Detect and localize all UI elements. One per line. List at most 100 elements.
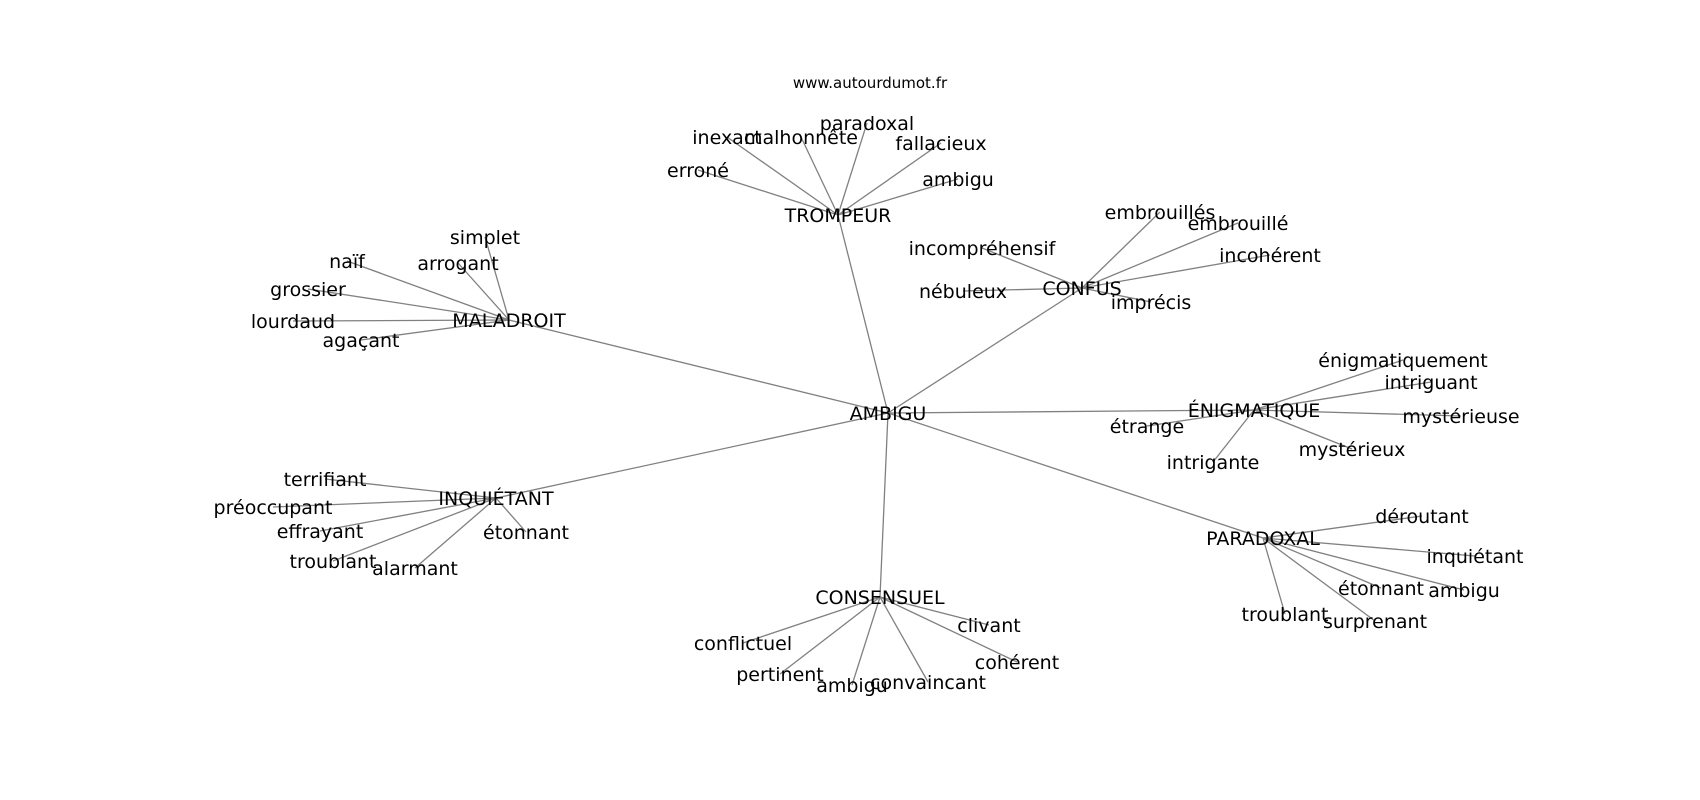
leaf-node: déroutant xyxy=(1375,506,1468,528)
leaf-node: énigmatiquement xyxy=(1318,350,1487,372)
leaf-edge xyxy=(1081,222,1239,289)
leaf-node: embrouillés xyxy=(1105,202,1216,224)
leaf-edge xyxy=(742,596,881,644)
leaf-edge xyxy=(697,169,839,216)
leaf-edge xyxy=(360,319,510,341)
leaf-edge xyxy=(1212,409,1255,463)
leaf-edge xyxy=(879,596,1018,663)
leaf-node: alarmant xyxy=(372,558,458,580)
leaf-node: simplet xyxy=(450,227,520,249)
leaf-edge xyxy=(962,287,1083,292)
leaf-edge xyxy=(879,596,929,683)
cluster-node: ÉNIGMATIQUE xyxy=(1188,399,1321,422)
source-watermark: www.autourdumot.fr xyxy=(793,74,948,92)
cluster-node: TROMPEUR xyxy=(784,205,892,227)
leaf-node: étrange xyxy=(1110,416,1184,438)
leaf-node: grossier xyxy=(270,279,346,301)
leaf-node: troublant xyxy=(290,551,377,573)
leaf-edge xyxy=(1253,409,1353,450)
hub-edge xyxy=(508,319,889,414)
leaf-node: lourdaud xyxy=(251,311,335,333)
leaf-edge xyxy=(1081,287,1152,303)
leaf-node: surprenant xyxy=(1323,611,1427,633)
leaf-node: préoccupant xyxy=(214,497,333,519)
leaf-node: conflictuel xyxy=(694,633,792,655)
leaf-node: paradoxal xyxy=(820,113,914,135)
leaf-node: terrifiant xyxy=(284,469,367,491)
leaf-edge xyxy=(800,136,839,216)
leaf-node: clivant xyxy=(957,615,1020,637)
leaf-node: arrogant xyxy=(417,253,498,275)
leaf-edge xyxy=(484,236,510,321)
graph-edges xyxy=(272,122,1476,686)
leaf-edge xyxy=(1253,409,1462,417)
hub-edge xyxy=(837,214,889,414)
leaf-edge xyxy=(1146,409,1255,427)
leaf-edge xyxy=(1081,211,1161,289)
leaf-node: embrouillé xyxy=(1188,213,1289,235)
leaf-edge xyxy=(837,178,959,216)
leaf-node: ambigu xyxy=(922,169,994,191)
leaf-node: fallacieux xyxy=(895,133,986,155)
cluster-node: CONSENSUEL xyxy=(815,587,945,609)
leaf-node: étonnant xyxy=(1338,578,1424,600)
cluster-node: MALADROIT xyxy=(452,310,566,332)
leaf-node: pertinent xyxy=(736,664,824,686)
leaf-edge xyxy=(346,260,510,321)
leaf-edge xyxy=(1262,537,1376,622)
leaf-node: incompréhensif xyxy=(909,238,1057,260)
leaf-node: ambigu xyxy=(1428,580,1500,602)
leaf-edge xyxy=(495,497,527,533)
leaf-node: intriguant xyxy=(1384,372,1477,394)
leaf-node: ambigu xyxy=(816,675,888,697)
leaf-edge xyxy=(837,142,942,216)
cluster-node: INQUIÉTANT xyxy=(438,487,554,510)
leaf-edge xyxy=(324,478,497,499)
leaf-node: inexact xyxy=(692,127,761,149)
leaf-node: effrayant xyxy=(277,521,364,543)
center-node: AMBIGU xyxy=(850,403,927,425)
leaf-node: troublant xyxy=(1242,604,1329,626)
leaf-edge xyxy=(332,497,497,562)
leaf-edge xyxy=(1262,537,1476,557)
hub-edge xyxy=(495,412,889,499)
leaf-edge xyxy=(272,497,497,508)
leaf-edge xyxy=(319,497,497,532)
leaf-node: mystérieuse xyxy=(1402,406,1519,428)
leaf-node: malhonnête xyxy=(744,127,858,149)
leaf-edge xyxy=(307,288,510,321)
leaf-edge xyxy=(779,596,881,675)
leaf-edge xyxy=(1253,359,1404,411)
leaf-edge xyxy=(1262,537,1382,589)
leaf-node: convaincant xyxy=(870,672,986,694)
leaf-edge xyxy=(837,122,868,216)
leaf-node: inquiétant xyxy=(1427,546,1524,568)
leaf-node: agaçant xyxy=(323,330,400,352)
leaf-edge xyxy=(1262,515,1423,539)
leaf-node: naïf xyxy=(329,251,366,273)
leaf-node: cohérent xyxy=(975,652,1059,674)
leaf-node: incohérent xyxy=(1219,245,1321,267)
leaf-edge xyxy=(851,596,881,686)
leaf-edge xyxy=(981,247,1083,289)
leaf-node: imprécis xyxy=(1111,292,1192,314)
leaf-edge xyxy=(292,319,510,322)
leaf-node: étonnant xyxy=(483,522,569,544)
leaf-edge xyxy=(457,262,510,321)
leaf-node: mystérieux xyxy=(1299,439,1406,461)
leaf-edge xyxy=(1262,537,1286,615)
hub-edge xyxy=(887,412,1264,539)
leaf-node: intrigante xyxy=(1167,452,1260,474)
leaf-edge xyxy=(879,596,990,626)
leaf-edge xyxy=(1081,254,1271,289)
cluster-node: CONFUS xyxy=(1042,278,1121,300)
cluster-node: PARADOXAL xyxy=(1206,528,1320,550)
hub-edge xyxy=(887,409,1255,414)
graph-labels: www.autourdumot.fr AMBIGU TROMPEUR erroné i… xyxy=(214,74,1524,697)
leaf-edge xyxy=(1262,537,1465,591)
hub-edge xyxy=(879,412,889,598)
hub-edge xyxy=(887,287,1083,414)
leaf-node: erroné xyxy=(667,160,729,182)
leaf-edge xyxy=(1253,381,1432,411)
